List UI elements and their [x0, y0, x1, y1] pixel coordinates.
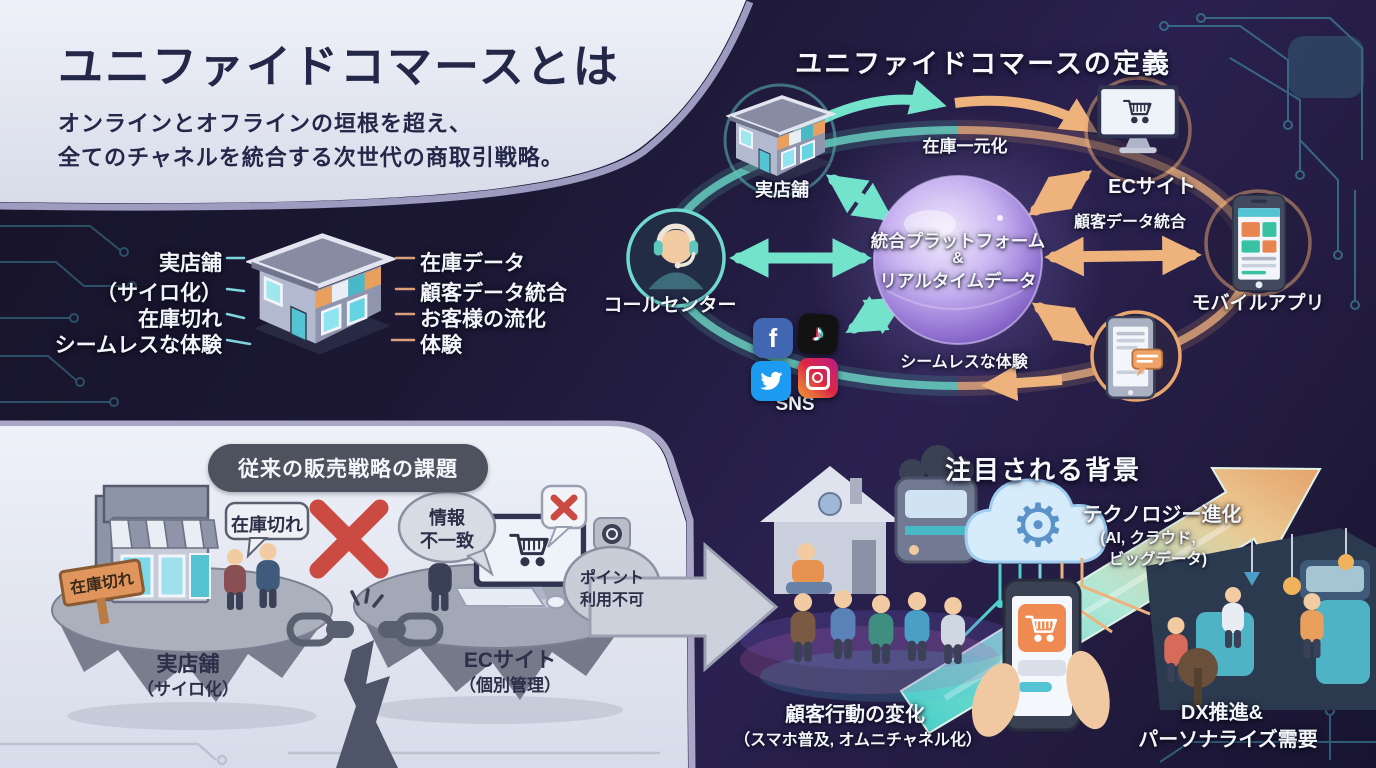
tech-evolution-sub1: (AI, クラウド, [1100, 530, 1196, 547]
node-label-mobile: モバイルアプリ [1191, 293, 1325, 314]
flow-label-customer-data: 顧客データ統合 [1073, 214, 1187, 231]
points-bubble-line1: ポイント [579, 570, 645, 587]
platform-label-line1: 統合プラットフォーム [870, 231, 1046, 251]
node-label-store: 実店舗 [755, 180, 809, 200]
silo-store-sublabel: （サイロ化） [137, 680, 239, 699]
twitter-bird-glyph [760, 371, 783, 390]
challenges-heading: 従来の販売戦略の課題 [208, 444, 488, 492]
hand-phone-icon [972, 578, 1110, 737]
dx-label-line2: パーソナライズ需要 [1138, 729, 1318, 751]
definition-heading: ユニファイドコマースの定義 [795, 49, 1171, 79]
definition-diagram [626, 76, 1312, 408]
facebook-icon: f [753, 318, 793, 358]
platform-label-line2: & [952, 250, 964, 267]
callout-store: 実店舗 [159, 252, 222, 275]
page-title: ユニファイドコマースとは [58, 41, 620, 92]
title-panel [0, 0, 754, 211]
callout-inventory-data: 在庫データ [420, 252, 525, 275]
platform-sphere [873, 175, 1043, 345]
train-icon [894, 445, 978, 564]
ground-crack [336, 640, 398, 768]
instagram-ring-glyph [806, 366, 830, 390]
points-bubble-line2: 利用不可 [579, 592, 645, 609]
flow-label-inventory: 在庫一元化 [922, 137, 1008, 156]
broken-link-x-icon [309, 499, 389, 579]
circuit-pattern-top-right [1159, 13, 1364, 310]
ec-desk-illustration [454, 514, 586, 609]
twitter-icon [751, 361, 791, 401]
node-label-call-center: コールセンター [603, 295, 737, 316]
ec-site-icon [1084, 76, 1192, 184]
mismatch-bubble-line2: 不一致 [420, 531, 474, 551]
silo-store-illustration: 在庫切れ [58, 484, 219, 625]
mismatch-bubble-line1: 情報 [429, 508, 465, 528]
error-x-bubble [540, 484, 588, 548]
stockout-bubble-label: 在庫切れ [231, 515, 303, 535]
flow-label-seamless: シームレスな体験 [900, 354, 1028, 371]
store-icon [723, 83, 837, 197]
ec-island-label: ECサイト [463, 649, 557, 672]
cloud-gear-icon: ⚙ [960, 478, 1151, 640]
dx-label-line1: DX推進& [1180, 702, 1264, 724]
tech-evolution-sub2: ビッグデータ) [1108, 551, 1208, 568]
broken-chain [286, 588, 444, 768]
behavior-change-sub: （スマホ普及, オムニチャネル化） [734, 732, 982, 749]
silo-store-label: 実店舗 [156, 653, 220, 676]
callout-customer-flow: お客様の流化 [420, 308, 546, 331]
challenges-scene: 在庫切れ [51, 484, 662, 768]
platform-label-line3: リアルタイムデータ [879, 271, 1037, 291]
circuit-pattern-left [0, 225, 137, 407]
transition-arrow [588, 541, 779, 673]
call-center-icon [626, 208, 726, 308]
behavior-change-label: 顧客行動の変化 [785, 704, 925, 726]
tech-evolution-label: テクノロジー進化 [1082, 504, 1242, 526]
tablet-chat-icon [1090, 310, 1182, 402]
background-heading: 注目される背景 [944, 455, 1142, 485]
callout-customer-data: 顧客データ統合 [420, 282, 567, 305]
stockout-bubble [224, 501, 310, 559]
callout-seamless: シームレスな体験 [54, 334, 222, 357]
store-callout-illustration [225, 236, 416, 355]
callout-experience: 体験 [420, 334, 462, 357]
mismatch-bubble [397, 490, 497, 577]
callout-stockout: 在庫切れ [138, 308, 222, 331]
gear-icon: ⚙ [1011, 492, 1065, 559]
node-label-ec: ECサイト [1108, 176, 1196, 198]
cafe-scene [1146, 528, 1376, 710]
page-subtitle-line2: 全てのチャネルを統合する次世代の商取引戦略。 [58, 145, 564, 170]
instagram-icon [798, 358, 838, 398]
house-icon [760, 466, 900, 594]
stockout-sign: 在庫切れ [58, 558, 145, 625]
mobile-app-icon [1204, 189, 1312, 297]
ec-island-sublabel: （個別管理） [459, 676, 561, 695]
page-subtitle-line1: オンラインとオフラインの垣根を超え、 [58, 111, 473, 136]
callout-silo: （サイロ化） [96, 282, 222, 305]
background-scene: ⚙ [740, 445, 1376, 737]
tiktok-icon: ♪ [796, 312, 840, 356]
